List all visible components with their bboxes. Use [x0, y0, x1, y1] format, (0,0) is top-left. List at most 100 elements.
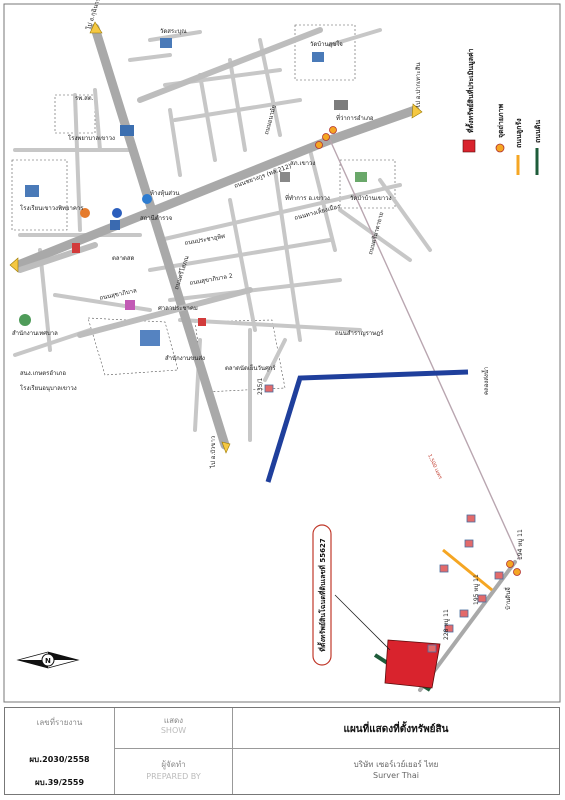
place-label: สำนักงานเทศบาล — [12, 330, 58, 337]
labels-cell: แสดง SHOW ผู้จัดทำ PREPARED BY — [115, 708, 233, 794]
place-label: สนง.เกษตรอำเภอ — [20, 370, 66, 377]
place-label: ศาลาประชาคม — [158, 305, 198, 312]
legend-photo-swatch — [495, 143, 505, 153]
svg-text:195 หมู่ 11: 195 หมู่ 11 — [473, 574, 480, 605]
house-icon — [494, 571, 504, 580]
house-icon — [459, 609, 469, 618]
shop-icon — [72, 243, 80, 253]
building-icon — [125, 300, 135, 310]
gas-icon — [142, 194, 152, 204]
title-cell: แผนที่แสดงที่ตั้งทรัพย์สิน บริษัท เซอร์เ… — [233, 708, 559, 794]
company-english: Surver Thai — [372, 771, 419, 780]
bank-icon — [112, 208, 122, 218]
report-ref-1: ผบ.2030/2558 — [29, 755, 90, 764]
show-sub: SHOW — [160, 726, 187, 735]
legend-photo-label: จุดถ่ายภาพ — [497, 104, 505, 138]
house-icon — [264, 384, 274, 393]
north-arrow-icon: N — [16, 651, 80, 669]
place-label: ห้างหุ้นส่วน — [150, 190, 179, 197]
place-labels: วัดสระบุณ รพ.สต. โรงพยาบาลเขาวง วัดบ้านส… — [12, 28, 512, 610]
parcel-callout: ที่ตั้งทรัพย์สินโฉนดที่ดินเลขที่ 55627 — [312, 524, 332, 666]
place-label: คลองส่งน้ำ — [480, 367, 490, 395]
place-label: รพ.สต. — [75, 95, 94, 102]
place-label: วัดบ้านสุขใจ — [310, 40, 343, 48]
place-label: ที่ทำการ อ.เขาวง — [285, 194, 330, 202]
place-label: วัดป่าบ้านเขาวง — [350, 195, 392, 202]
village-houses — [264, 384, 504, 653]
parcel-label: ที่ตั้งทรัพย์สินโฉนดที่ดินเลขที่ 55627 — [316, 538, 327, 652]
title-divider — [115, 748, 559, 749]
photo-points — [315, 126, 521, 576]
tree-icon — [355, 172, 367, 182]
direction-arrows — [9, 21, 423, 454]
building-icon — [110, 220, 120, 230]
place-label: ตลาดสด — [112, 255, 135, 262]
report-ref-label: เลขที่รายงาน — [36, 718, 83, 727]
house-icon — [444, 624, 454, 633]
svg-text:N: N — [45, 657, 51, 665]
house-icon — [427, 644, 437, 653]
place-label: โรงพยาบาลเขาวง — [68, 134, 115, 142]
building-icon — [140, 330, 160, 346]
road-label-f: ถนนสำราญราษฎร์ — [335, 329, 384, 337]
place-label: โรงเรียนอนุบาลเขาวง — [20, 384, 77, 392]
arrow-down-icon — [221, 441, 231, 454]
legend-earth-label: ถนนดิน — [534, 120, 542, 143]
building-icon — [312, 52, 324, 62]
subject-parcel[interactable] — [384, 639, 441, 689]
prepared-sub: PREPARED BY — [146, 772, 201, 781]
gas-icon — [80, 208, 90, 218]
secondary-roads — [17, 27, 323, 338]
main-roads — [13, 23, 420, 450]
place-label: วัดสระบุณ — [160, 28, 187, 35]
legend: ที่ตั้งทรัพย์สินที่ประเมินมูลค่า จุดถ่าย… — [462, 48, 542, 175]
tree-icon — [19, 314, 31, 326]
place-label: สถานีตำรวจ — [140, 214, 172, 222]
place-markers — [19, 38, 367, 346]
camera-point-icon — [506, 560, 514, 568]
camera-point-icon — [322, 133, 330, 141]
house-icon — [477, 594, 487, 603]
building-icon — [334, 100, 348, 110]
report-ref-cell: เลขที่รายงาน ผบ.2030/2558 ผบ.39/2559 — [5, 708, 115, 794]
company-thai: บริษัท เซอร์เวย์เยอร์ ไทย — [353, 760, 439, 769]
house-icon — [439, 564, 449, 573]
title-block: เลขที่รายงาน ผบ.2030/2558 ผบ.39/2559 แสด… — [4, 707, 560, 795]
road-label-north: ไป อ.ปากเทาะสิน — [414, 63, 422, 109]
camera-point-icon — [315, 141, 323, 149]
house-labels: 194 หมู่ 11 195 หมู่ 11 228 หมู่ 11 235/… — [257, 378, 524, 640]
map-title: แผนที่แสดงที่ตั้งทรัพย์สิน — [343, 724, 449, 735]
legend-laterite-label: ถนนลูกรัง — [515, 118, 524, 148]
arrow-right-icon — [411, 103, 423, 119]
arrow-up-icon — [89, 21, 103, 34]
shop-icon — [198, 318, 206, 326]
building-icon — [280, 172, 290, 182]
report-ref-2: ผบ.39/2559 — [34, 778, 85, 787]
building-icon — [25, 185, 39, 197]
legend-parcel-swatch — [462, 139, 476, 153]
house-icon — [464, 539, 474, 548]
arrow-left-icon — [9, 257, 19, 273]
show-label: แสดง — [163, 716, 184, 725]
place-label: สำนักงานขนส่ง — [165, 355, 205, 362]
parcel-leader-line — [334, 594, 391, 651]
laterite-road — [442, 548, 493, 592]
svg-text:235/1: 235/1 — [257, 378, 264, 395]
place-label: บ้านดินจี่ — [504, 587, 512, 610]
location-map: ที่ตั้งทรัพย์สินโฉนดที่ดินเลขที่ 55627 1… — [3, 0, 561, 703]
canal — [265, 369, 469, 483]
building-icon — [160, 38, 172, 48]
legend-parcel-label: ที่ตั้งทรัพย์สินที่ประเมินมูลค่า — [464, 48, 476, 133]
access-road — [329, 139, 521, 561]
prepared-label: ผู้จัดทำ — [161, 760, 186, 769]
place-label: ตลาดนัดเย็นวันศุกร์ — [225, 363, 276, 372]
place-label: โรงเรียนเขาวงพิทยาคาร — [20, 204, 84, 212]
svg-text:194 หมู่ 11: 194 หมู่ 11 — [517, 529, 524, 560]
place-label: ที่ว่าการอำเภอ — [336, 114, 374, 122]
camera-point-icon — [329, 126, 337, 134]
road-label-south: ไป อ.บัวขาว — [209, 436, 217, 469]
place-label: สภ.เขาวง — [290, 160, 315, 167]
house-icon — [466, 514, 476, 523]
camera-point-icon — [513, 568, 521, 576]
svg-text:228 หมู่ 11: 228 หมู่ 11 — [443, 609, 450, 640]
